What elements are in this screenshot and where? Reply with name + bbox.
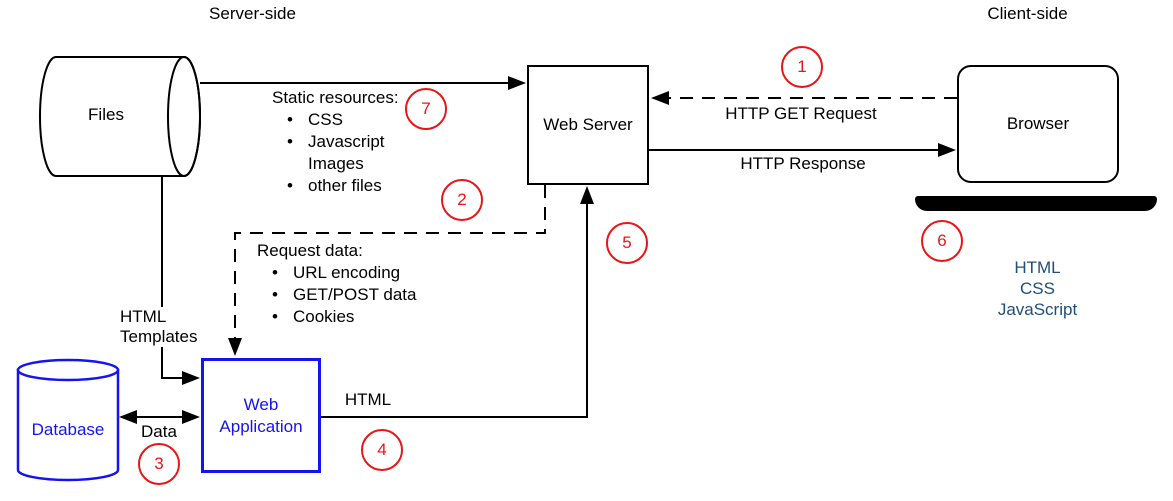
client-stack-line: JavaScript [997, 300, 1078, 319]
arrow-webapp-to-webserver [321, 186, 594, 418]
request-data-title: Request data: [257, 241, 363, 260]
step-marker-5: 5 [606, 222, 648, 264]
database-label: Database [31, 420, 105, 439]
request-data-note: Request data: URL encoding GET/POST data… [257, 241, 416, 328]
arrow-files-to-webserver [200, 76, 526, 90]
step-marker-7: 7 [405, 88, 447, 130]
step-marker-4: 4 [361, 429, 403, 471]
arrow-browser-to-webserver-dashed [651, 91, 957, 105]
client-stack-line: HTML [1014, 258, 1061, 277]
data-label: Data [141, 422, 177, 441]
arrow-webserver-to-webapp-dashed [228, 185, 546, 356]
step-marker-number: 2 [457, 190, 467, 209]
step-marker-number: 1 [797, 57, 807, 76]
step-marker-number: 7 [421, 99, 431, 118]
client-stack-text: HTML CSS JavaScript [980, 257, 1095, 320]
static-resources-item: CSS [272, 109, 399, 131]
arrow-database-webapp-bidirectional [119, 410, 200, 424]
step-marker-number: 5 [622, 233, 632, 252]
static-resources-note: Static resources: CSS Javascript Images … [272, 88, 399, 197]
web-application-node: Web Application [201, 358, 321, 473]
static-resources-title: Static resources: [272, 88, 399, 107]
web-server-node: Web Server [527, 65, 649, 185]
laptop-base-bar [915, 196, 1157, 211]
files-cylinder-shape [39, 56, 201, 177]
request-data-item: URL encoding [257, 262, 416, 284]
static-resources-item: Images [308, 154, 364, 173]
database-cylinder-shape [16, 358, 120, 482]
arrow-webserver-to-browser [649, 143, 956, 157]
static-resources-item: Javascript [272, 131, 399, 153]
browser-label: Browser [1006, 114, 1070, 133]
client-side-header: Client-side [987, 4, 1068, 23]
request-data-list: URL encoding GET/POST data Cookies [257, 262, 416, 328]
step-marker-6: 6 [921, 220, 963, 262]
step-marker-number: 6 [937, 231, 947, 250]
web-server-label: Web Server [543, 115, 633, 134]
server-side-header: Server-side [209, 4, 296, 23]
step-marker-number: 3 [154, 454, 164, 473]
client-stack-line: CSS [1020, 279, 1055, 298]
request-data-item: Cookies [257, 306, 416, 328]
browser-node: Browser [957, 65, 1119, 183]
step-marker-2: 2 [441, 179, 483, 221]
step-marker-3: 3 [138, 443, 180, 485]
http-get-request-label: HTTP GET Request [725, 104, 877, 123]
html-templates-label: HTML Templates [118, 307, 200, 347]
step-marker-number: 4 [377, 440, 387, 459]
http-response-label: HTTP Response [740, 154, 866, 173]
html-label: HTML [344, 390, 392, 409]
files-label: Files [88, 105, 124, 124]
request-data-item: GET/POST data [257, 284, 416, 306]
step-marker-1: 1 [781, 46, 823, 88]
arrow-files-to-webapp [161, 176, 200, 385]
static-resources-item: other files [272, 175, 399, 197]
web-application-label: Web Application [219, 394, 303, 436]
static-resources-list: CSS Javascript Images other files [272, 109, 399, 197]
